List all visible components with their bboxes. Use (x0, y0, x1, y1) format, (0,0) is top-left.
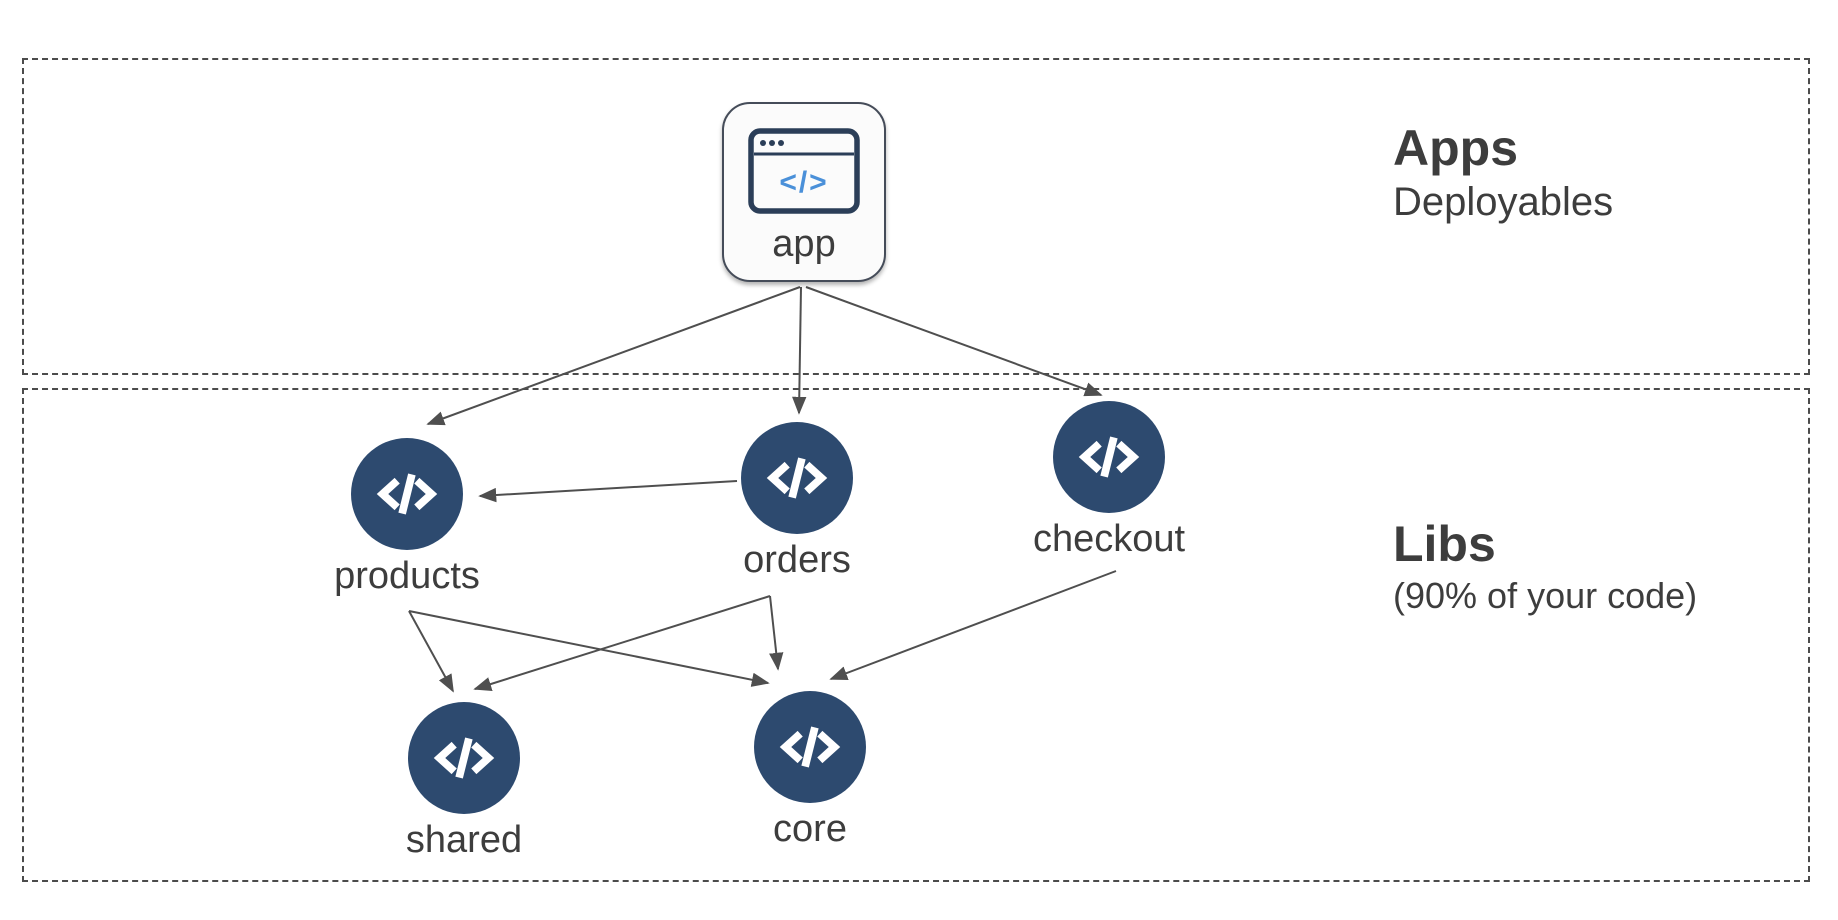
libs-zone-title: Libs (1393, 516, 1496, 572)
code-icon (754, 691, 866, 803)
apps-zone-caption: Apps Deployables (1393, 120, 1613, 226)
node-core: core (700, 691, 920, 851)
node-app: </> app (722, 102, 886, 282)
apps-zone-subtitle: Deployables (1393, 179, 1614, 224)
code-glyph: </> (779, 166, 828, 199)
node-checkout-label: checkout (1032, 518, 1186, 560)
node-core-label: core (773, 808, 847, 850)
libs-zone-subtitle: (90% of your code) (1393, 574, 1698, 616)
node-app-label: app (772, 223, 836, 265)
app-window-icon: </> (748, 128, 860, 214)
code-icon (351, 438, 463, 550)
node-orders: orders (687, 422, 907, 582)
libs-zone-caption: Libs (90% of your code) (1393, 516, 1697, 617)
node-checkout: checkout (999, 401, 1219, 561)
code-icon (1053, 401, 1165, 513)
node-products-label: products (334, 555, 480, 597)
apps-zone-title: Apps (1393, 120, 1518, 176)
code-icon (741, 422, 853, 534)
node-orders-label: orders (743, 539, 851, 581)
code-icon (408, 702, 520, 814)
node-products: products (297, 438, 517, 598)
node-shared: shared (354, 702, 574, 862)
node-shared-label: shared (405, 819, 523, 861)
